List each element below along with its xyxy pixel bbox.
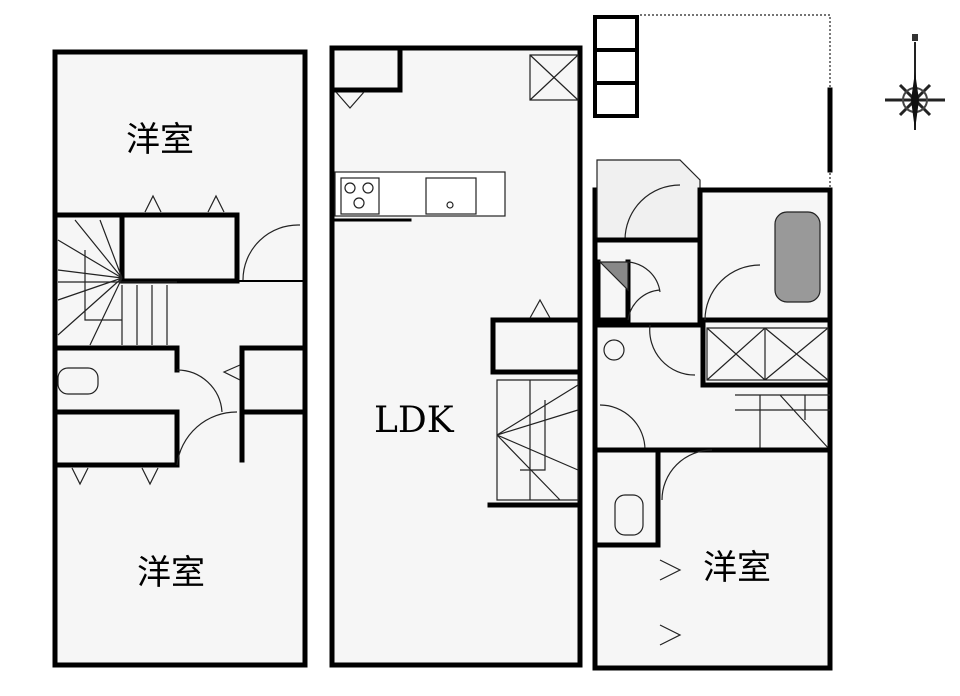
room-label-east: 洋室 bbox=[703, 548, 771, 588]
west-unit-walls bbox=[52, 49, 308, 668]
compass-rose-icon bbox=[885, 34, 945, 130]
room-label-west-bottom: 洋室 bbox=[137, 553, 205, 593]
west-floor bbox=[55, 52, 305, 665]
washbasin-icon bbox=[603, 339, 625, 361]
stove-icon bbox=[340, 177, 380, 215]
ldk-floor bbox=[332, 48, 580, 665]
toilet-icon bbox=[57, 367, 99, 395]
toilet-icon bbox=[614, 494, 644, 536]
room-label-ldk: LDK bbox=[374, 400, 454, 441]
ldk-walls bbox=[329, 45, 583, 668]
west-stairs bbox=[57, 219, 177, 346]
east-unit-walls bbox=[592, 14, 833, 671]
west-doors bbox=[57, 194, 301, 486]
sink-icon bbox=[425, 177, 477, 215]
room-label-west-top: 洋室 bbox=[126, 120, 194, 160]
